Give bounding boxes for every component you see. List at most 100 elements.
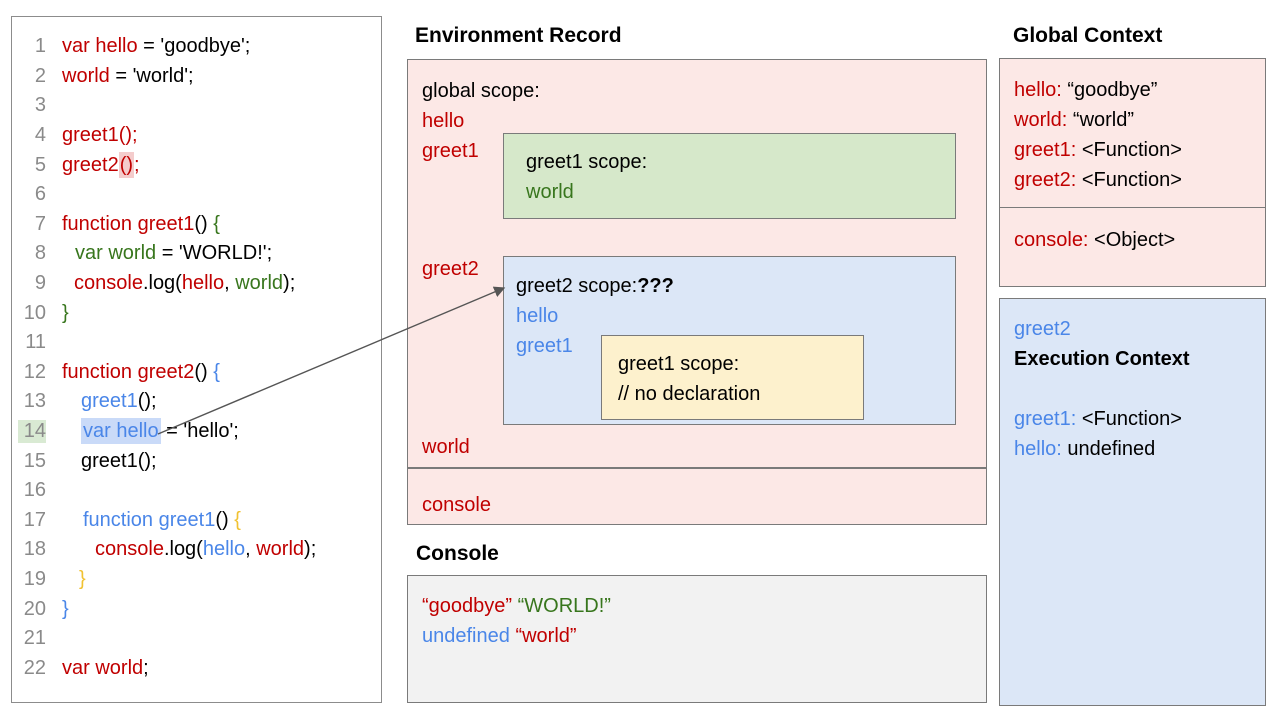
text-line: greet2 scope:??? [516, 271, 955, 301]
text-segment: world [526, 181, 574, 203]
code-line: 12 function greet2() { [12, 358, 381, 388]
text-line: world [526, 177, 955, 207]
text-segment: = 'goodbye'; [137, 35, 251, 58]
text-segment: world [256, 538, 305, 561]
code-text: greet2(); [62, 151, 140, 178]
text-segment: { [213, 212, 220, 235]
text-segment: greet1 [516, 335, 573, 357]
text-segment: greet1(); [62, 124, 138, 147]
text-segment: var world [62, 656, 144, 679]
text-line: “goodbye” “WORLD!” [422, 591, 986, 621]
text-segment: { [234, 508, 241, 531]
text-segment: = 'world'; [109, 64, 194, 87]
line-number: 19 [23, 567, 46, 590]
text-segment: <Function> [1076, 408, 1182, 430]
text-line: hello [516, 301, 955, 331]
code-line: 19} [12, 565, 381, 595]
text-segment: function greet1 [83, 508, 216, 531]
text-line: hello [422, 106, 540, 136]
text-segment: greet1 scope: [618, 353, 740, 375]
text-segment: global scope: [422, 80, 540, 102]
text-line: console [422, 490, 986, 520]
code-line: 11 [12, 328, 381, 358]
text-segment: Execution Context [1014, 348, 1190, 370]
code-text: console.log(hello, world); [74, 272, 295, 295]
code-text: function greet1() { [83, 509, 241, 532]
code-text: greet1(); [62, 124, 138, 147]
text-segment: greet1: [1014, 408, 1077, 430]
code-text: function greet2() { [62, 361, 220, 384]
code-text: world = 'world'; [62, 65, 194, 88]
text-segment: ); [304, 538, 317, 561]
console-title: Console [416, 542, 499, 565]
text-segment: world [235, 272, 284, 295]
text-segment: } [62, 597, 69, 620]
line-number: 15 [23, 449, 46, 472]
code-line: 10} [12, 298, 381, 328]
text-segment: , [245, 538, 257, 561]
code-text: } [62, 598, 69, 621]
text-segment: “world” [515, 625, 577, 647]
text-segment: function greet1 [62, 212, 195, 235]
text-segment: var hello [62, 35, 138, 58]
line-number: 11 [25, 331, 46, 354]
text-segment: ; [134, 153, 140, 176]
code-text: var hello = 'hello'; [81, 418, 239, 445]
console-output-box: “goodbye” “WORLD!”undefined “world” [407, 575, 987, 703]
line-number: 5 [34, 153, 46, 176]
line-number: 10 [23, 301, 46, 324]
code-line: 17 function greet1() { [12, 506, 381, 536]
text-segment: hello [181, 272, 225, 295]
text-line: global scope: [422, 76, 540, 106]
text-line: undefined “world” [422, 621, 986, 651]
text-segment: world [422, 436, 470, 458]
text-segment: “goodbye” [422, 595, 513, 617]
line-number: 21 [23, 627, 46, 650]
text-segment: greet2 [62, 153, 119, 176]
text-line: greet1 scope: [526, 147, 955, 177]
global-scope-box: global scope: hello greet1 greet1 scope: wo… [407, 59, 987, 468]
code-line: 21 [12, 624, 381, 654]
text-segment: <Function> [1076, 139, 1182, 161]
greet2-entry-label: greet2 [422, 254, 479, 284]
text-segment: // no declaration [618, 383, 761, 405]
code-text: greet1(); [81, 390, 157, 413]
line-number: 18 [23, 538, 46, 561]
line-number: 12 [23, 360, 46, 383]
code-text: var world = 'WORLD!'; [75, 242, 272, 265]
line-number: 17 [23, 508, 46, 531]
greet2-scope-box: greet2 scope:??? hello greet1 greet1 scope:… [503, 256, 956, 425]
text-segment: .log( [142, 272, 182, 295]
text-line: greet1: <Function> [1014, 135, 1265, 165]
text-segment: console [95, 538, 164, 561]
text-segment: var hello [81, 418, 161, 445]
text-line: greet1: <Function> [1014, 404, 1265, 434]
global-context-variables: hello: “goodbye”world: “world”greet1: <F… [1000, 59, 1265, 207]
text-segment: “world” [1067, 109, 1135, 131]
text-line: world: “world” [1014, 105, 1265, 135]
text-segment: hello [516, 305, 559, 327]
text-line: hello: undefined [1014, 434, 1265, 464]
text-line: greet2: <Function> [1014, 165, 1265, 195]
console-entry-box: console [407, 468, 987, 525]
global-context-objects: console: <Object> [1000, 207, 1265, 255]
text-segment: ??? [637, 275, 674, 297]
code-line: 3 [12, 91, 381, 121]
text-segment: () [194, 212, 214, 235]
code-text: function greet1() { [62, 213, 220, 236]
text-line: hello: “goodbye” [1014, 75, 1265, 105]
text-segment: ); [283, 272, 296, 295]
code-line: 20} [12, 594, 381, 624]
line-number: 4 [34, 124, 46, 147]
text-segment: hello [422, 110, 465, 132]
text-line: greet2 [422, 254, 479, 284]
text-segment: console [422, 494, 491, 516]
text-segment: “goodbye” [1061, 79, 1158, 101]
text-segment: greet2 [1014, 318, 1071, 340]
